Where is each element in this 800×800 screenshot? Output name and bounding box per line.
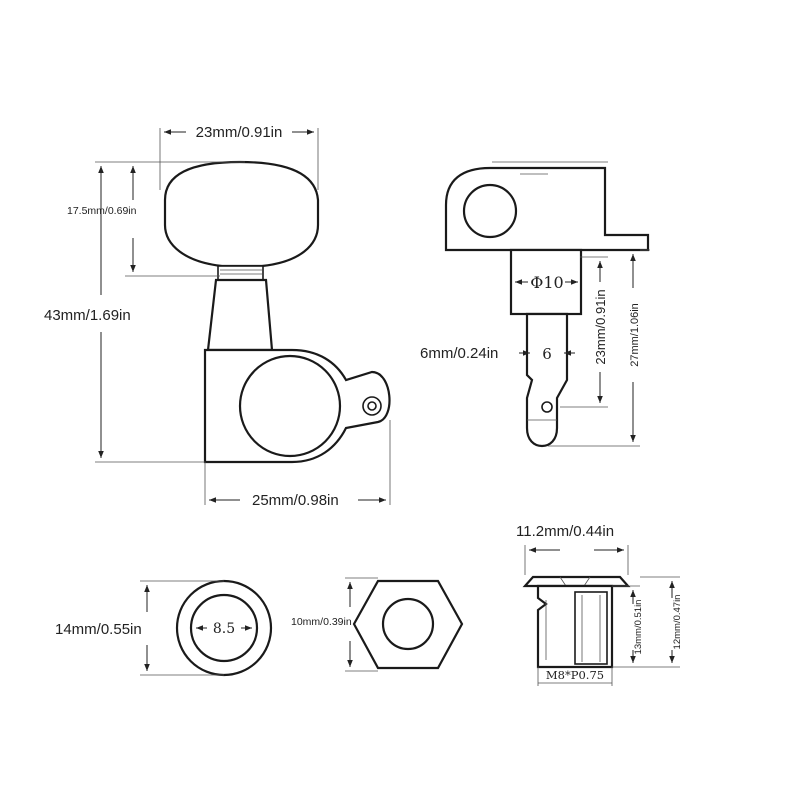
bushing-height-outer-label: 13mm/0.51in — [633, 600, 644, 655]
total-length-label: 27mm/1.06in — [629, 303, 641, 367]
bushing-bore-shape — [574, 591, 608, 665]
pin-diameter-label: 6mm/0.24in — [420, 345, 498, 362]
bushing-flange-shape — [522, 575, 631, 588]
total-height-label: 43mm/1.69in — [44, 307, 131, 324]
washer-view: 14mm/0.55in 8.5 — [55, 579, 273, 677]
knob-height-label: 17.5mm/0.69in — [67, 205, 137, 217]
shaft-diameter-label: Φ10 — [530, 273, 563, 292]
shaft-shape — [206, 278, 274, 352]
bushing-view: 11.2mm/0.44in 13mm/0.51in 12mm/0.47in M8… — [516, 523, 683, 686]
front-hole-shape — [462, 183, 518, 239]
hex-nut-hole-shape — [381, 597, 435, 651]
front-view: Φ10 6mm/0.24in 6 23mm/0.91in 27mm/1.06in — [420, 161, 650, 448]
washer-inner-label: 8.5 — [213, 621, 235, 637]
base-width-label: 25mm/0.98in — [252, 492, 339, 509]
side-view: 23mm/0.91in 17.5mm/0.69in 43mm/1.69in 25… — [44, 124, 391, 509]
hex-nut-view: 10mm/0.39in — [291, 577, 464, 672]
width-top-label: 23mm/0.91in — [196, 124, 283, 141]
knob-shape — [163, 160, 320, 268]
bushing-width-label: 11.2mm/0.44in — [516, 523, 614, 540]
washer-inner-shape — [189, 593, 259, 663]
pin-diameter-value: 6 — [542, 345, 552, 363]
bushing-height-inner-label: 12mm/0.47in — [672, 595, 683, 650]
collar-shape — [217, 265, 264, 281]
bushing-thread-label: M8*P0.75 — [546, 668, 604, 682]
hex-nut-label: 10mm/0.39in — [291, 616, 352, 628]
front-post-shape — [525, 312, 569, 448]
gear-cover-shape — [238, 354, 342, 458]
washer-outer-label: 14mm/0.55in — [55, 621, 142, 638]
shaft-length-label: 23mm/0.91in — [593, 289, 608, 364]
